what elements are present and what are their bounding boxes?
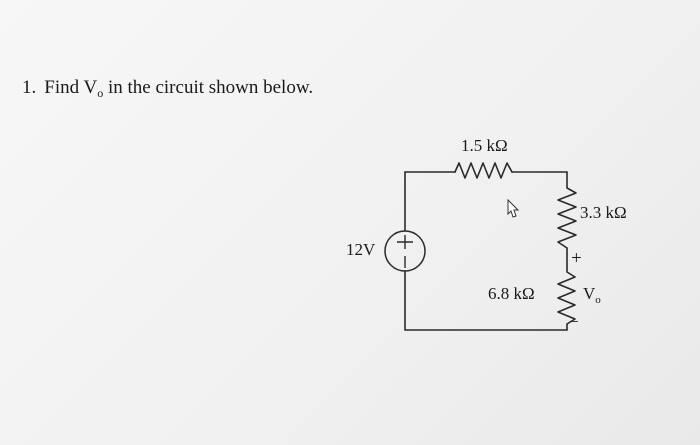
vo-label-letter: V xyxy=(583,284,596,303)
source-label: 12V xyxy=(346,240,376,259)
bottom-wire xyxy=(404,270,568,331)
vo-plus-sign: + xyxy=(571,248,582,269)
question-text-before: Find V xyxy=(44,77,98,98)
question-text: 1. Find Vo in the circuit shown below. xyxy=(22,76,313,100)
source-plus-sign xyxy=(397,235,413,249)
resistor-r3 xyxy=(557,247,576,331)
vo-label: Vo xyxy=(583,284,601,306)
r1-label: 1.5 kΩ xyxy=(461,136,508,155)
vo-minus-sign: − xyxy=(569,312,579,331)
voltage-source xyxy=(384,230,426,272)
question-text-after: in the circuit shown below. xyxy=(103,77,314,98)
r2-label: 3.3 kΩ xyxy=(580,203,627,222)
vo-label-subscript: o xyxy=(595,294,601,306)
resistor-r1 xyxy=(454,162,513,179)
resistor-r2 xyxy=(557,171,577,249)
r3-label: 6.8 kΩ xyxy=(488,284,535,303)
question-subscript: o xyxy=(97,86,104,100)
question-number: 1. xyxy=(22,77,37,98)
mouse-pointer-icon xyxy=(507,198,520,218)
